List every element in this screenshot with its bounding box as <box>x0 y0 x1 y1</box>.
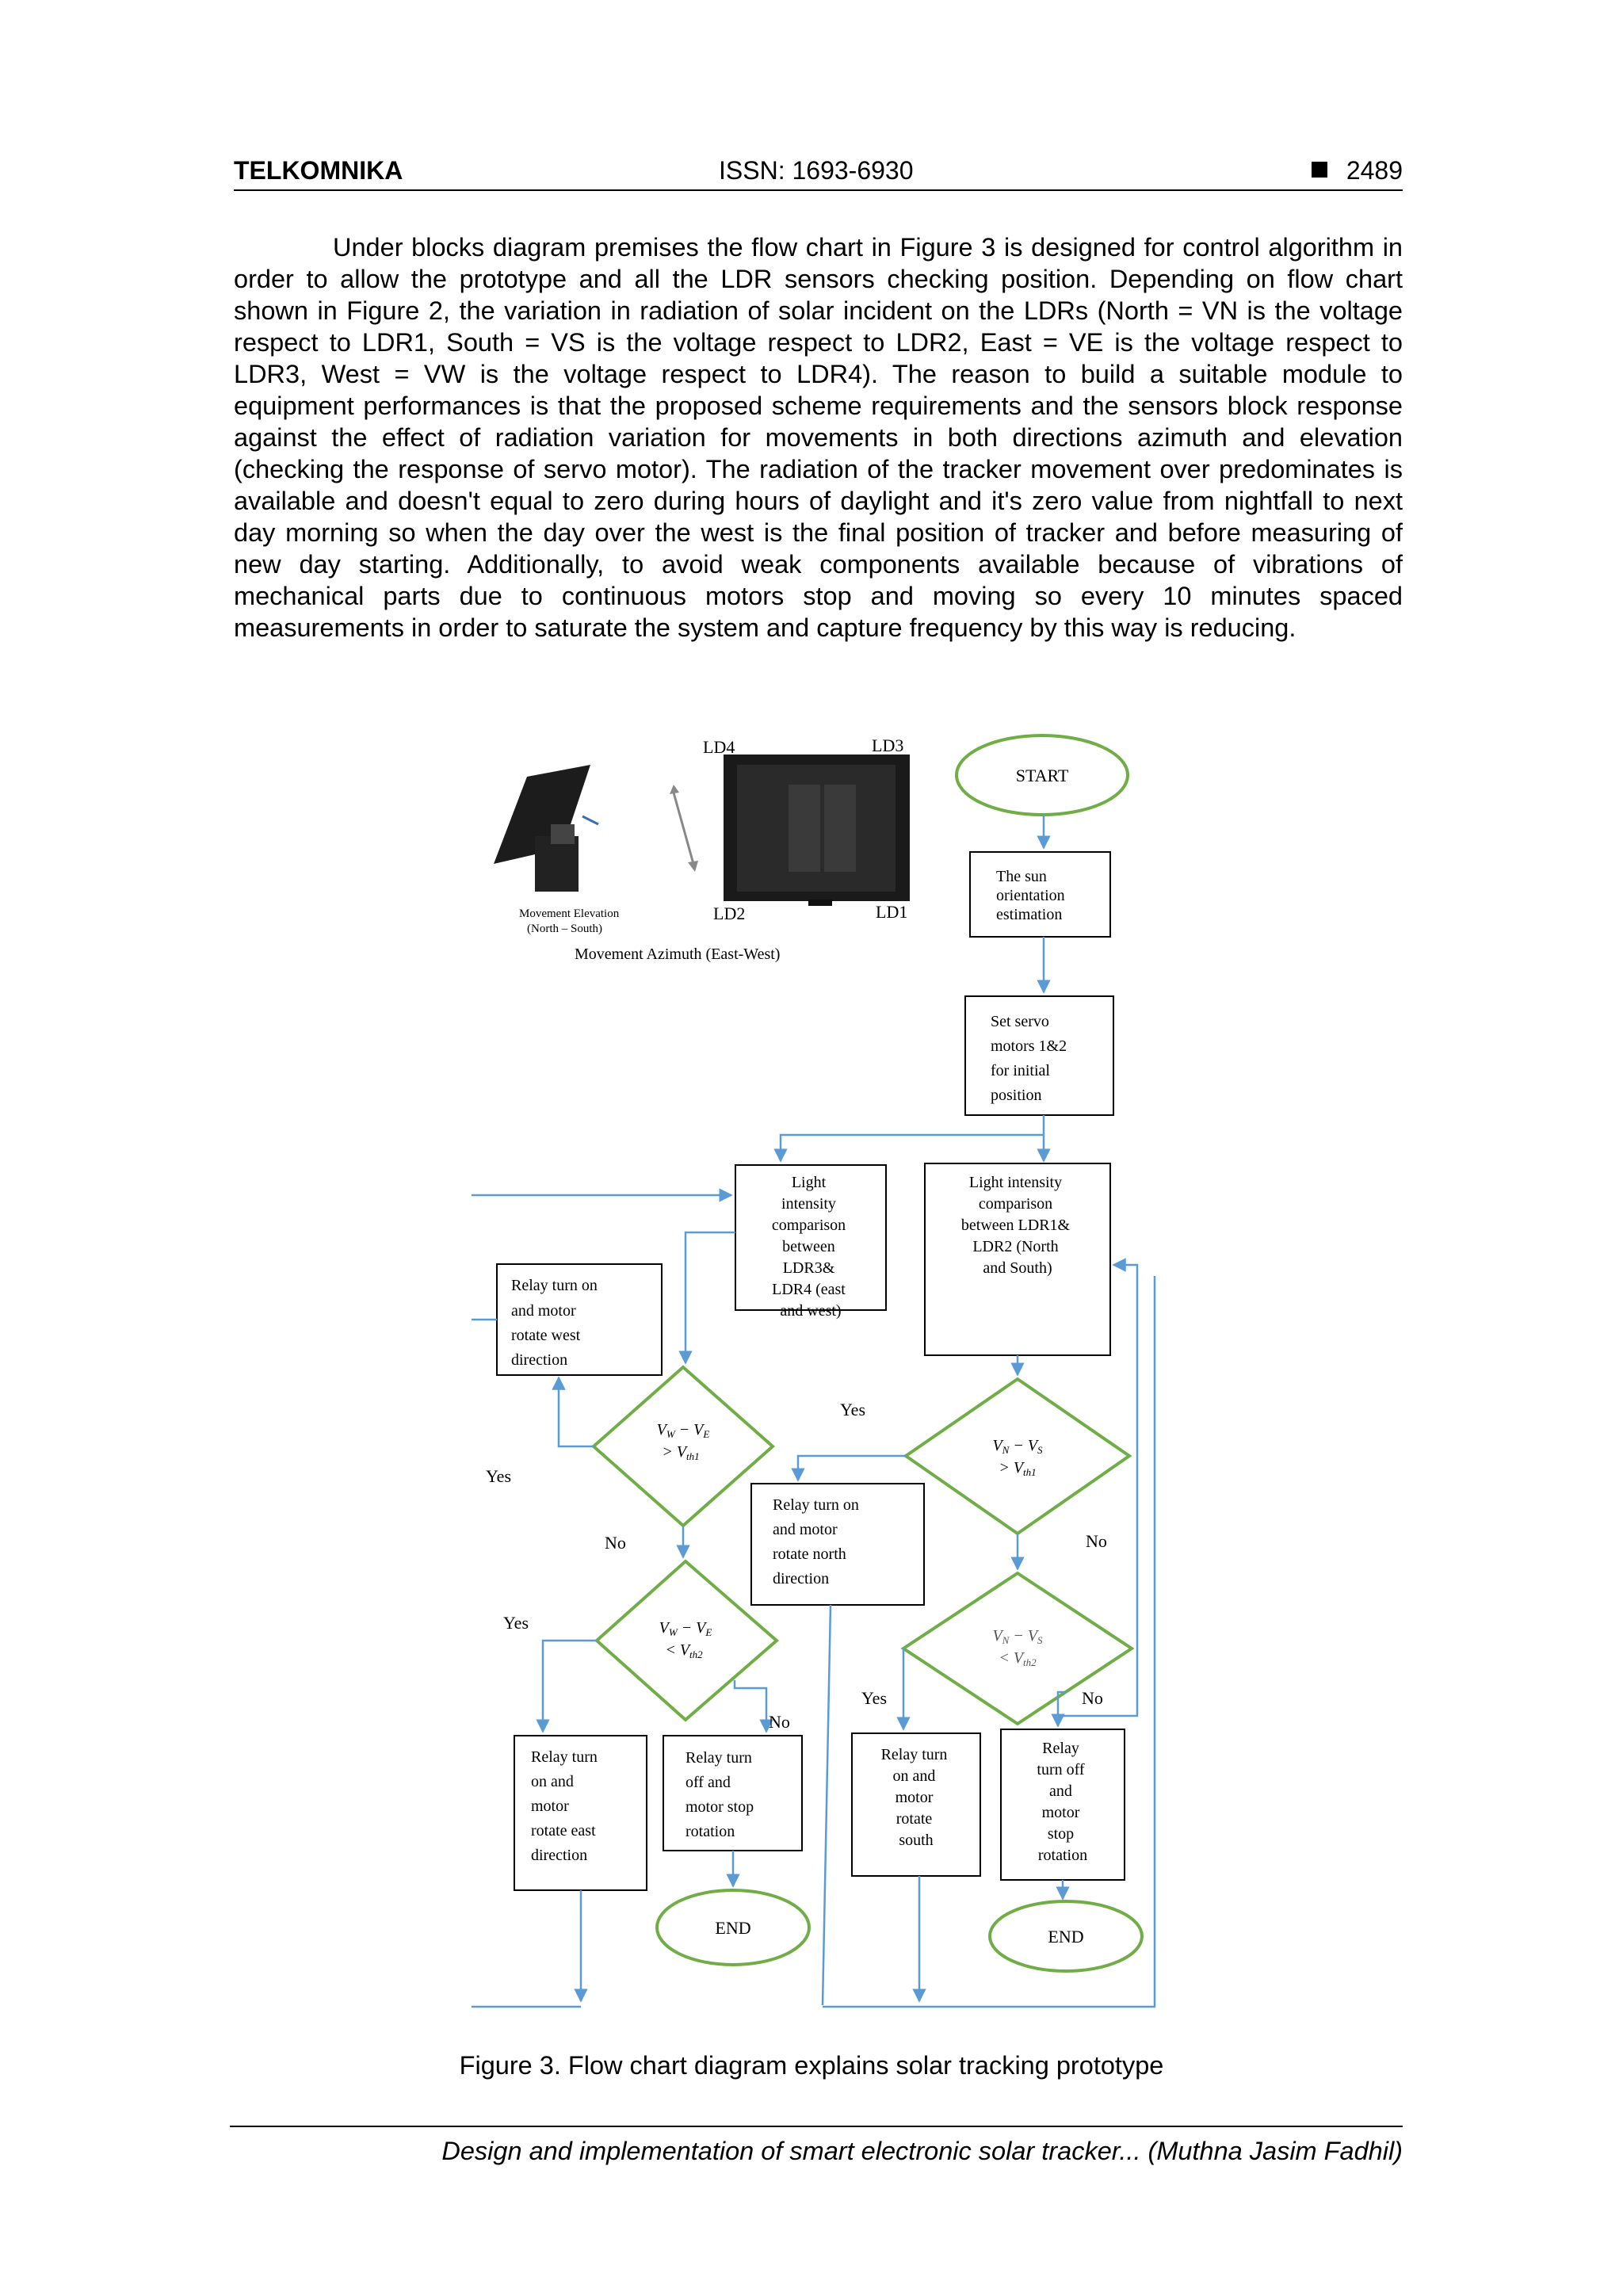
solar-cell-left <box>789 785 820 872</box>
label-ld4: LD4 <box>703 737 735 757</box>
footer-text: Design and implementation of smart elect… <box>441 2137 1403 2165</box>
text-compare-ew: Light intensity comparison between LDR3&… <box>772 1174 850 1320</box>
figure-3-flowchart: LD4 LD3 LD2 LD1 Movement Elevation (Nort… <box>472 734 1156 2008</box>
arrow-dec-ew1-yes <box>552 1376 594 1448</box>
text-compare-ns: Light intensity comparison between LDR1&… <box>961 1174 1074 1277</box>
panel-side-view <box>494 765 590 864</box>
label-yes-ns1: Yes <box>840 1400 865 1419</box>
label-yes-ew2: Yes <box>503 1613 529 1633</box>
label-ld2: LD2 <box>713 904 745 923</box>
arrow-dec-ew2-no <box>733 1680 773 1733</box>
label-yes-ns2: Yes <box>861 1688 887 1708</box>
text-relay-west: Relay turn on and motor rotate west dire… <box>511 1277 601 1369</box>
arrow-head-up-icon <box>670 785 679 794</box>
arrow-dec-ew2-yes <box>536 1639 597 1733</box>
solar-cell-right <box>824 785 856 872</box>
figure-caption: Figure 3. Flow chart diagram explains so… <box>459 2051 1164 2080</box>
dec-ew-1-expr: VW − VE <box>657 1421 710 1440</box>
elevation-double-arrow <box>672 792 695 865</box>
dec-ns-2-cond: < Vth2 <box>999 1649 1037 1668</box>
box-set-servo <box>964 995 1114 1116</box>
label-elevation-2: (North – South) <box>527 923 602 935</box>
end-label-left: END <box>715 1918 750 1938</box>
box-compare-ew <box>735 1164 887 1311</box>
label-no-ew2: No <box>769 1712 790 1732</box>
issn: ISSN: 1693-6930 <box>719 156 914 185</box>
arrow-dec-ns1-yes <box>791 1454 906 1482</box>
dec-ns-2-expr: VN − VS <box>992 1627 1043 1646</box>
box-relay-north <box>750 1483 925 1606</box>
loop-left-return <box>472 1188 733 1202</box>
panel-foot <box>808 900 832 906</box>
servo-motor <box>551 824 575 844</box>
square-bullet-icon <box>1311 162 1327 178</box>
end-terminal-left <box>655 1889 811 1966</box>
end-label-right: END <box>1048 1927 1083 1946</box>
label-no-ew1: No <box>605 1533 626 1553</box>
dec-ew-2-cond: < Vth2 <box>665 1641 703 1660</box>
box-sun-estimation <box>969 851 1111 938</box>
journal-name: TELKOMNIKA <box>234 156 403 185</box>
label-elevation-1: Movement Elevation <box>519 907 620 920</box>
arrow-head-down-icon <box>688 861 698 872</box>
start-label: START <box>1016 766 1069 785</box>
text-sun-estimation: The sun orientation estimation <box>996 868 1069 923</box>
body-paragraph: Under blocks diagram premises the flow c… <box>234 233 1403 642</box>
label-azimuth: Movement Azimuth (East-West) <box>575 946 780 963</box>
text-relay-south: Relay turn on and motor rotate south <box>881 1746 952 1849</box>
loop-right-bottom <box>823 1276 1156 2008</box>
label-no-ns1: No <box>1086 1531 1107 1551</box>
dec-ns-1-expr: VN − VS <box>992 1437 1043 1456</box>
text-relay-off-right: Relay turn off and motor stop rotation <box>1037 1740 1088 1864</box>
wire <box>582 815 599 826</box>
text-relay-east: Relay turn on and motor rotate east dire… <box>531 1748 601 1864</box>
label-ld1: LD1 <box>876 902 907 922</box>
text-relay-off-left: Relay turn off and motor stop rotation <box>685 1749 758 1840</box>
decision-ew-2 <box>594 1559 780 1722</box>
start-terminal <box>955 734 1129 816</box>
running-footer: Design and implementation of smart elect… <box>230 2126 1403 2166</box>
end-terminal-right <box>988 1900 1144 1973</box>
text-set-servo: Set servo motors 1&2 for initial positio… <box>991 1013 1071 1104</box>
page-number: 2489 <box>1346 156 1403 185</box>
label-yes-ew1: Yes <box>486 1466 511 1486</box>
servo-mount <box>535 836 579 892</box>
label-ld3: LD3 <box>872 735 903 755</box>
arrow-dec-ns2-no <box>1051 1690 1066 1728</box>
box-relay-off-left <box>663 1735 803 1851</box>
dec-ew-2-expr: VW − VE <box>659 1619 712 1638</box>
box-relay-south <box>851 1733 981 1877</box>
arrow-servo-to-compare-ew <box>773 1133 1044 1163</box>
label-no-ns2: No <box>1082 1688 1103 1708</box>
decision-ns-2 <box>900 1571 1135 1726</box>
box-compare-ns <box>924 1163 1111 1356</box>
dec-ns-1-cond: > Vth1 <box>999 1459 1036 1478</box>
loop-right-upper <box>1058 1258 1139 1717</box>
page-number-wrap: 2489 <box>1311 156 1403 185</box>
running-header: TELKOMNIKA ISSN: 1693-6930 2489 <box>234 155 1403 191</box>
text-relay-north: Relay turn on and motor rotate north dir… <box>773 1496 863 1587</box>
dec-ew-1-cond: > Vth1 <box>662 1443 699 1462</box>
box-relay-off-right <box>1000 1729 1125 1881</box>
decision-ns-1 <box>903 1377 1132 1536</box>
tracker-photo <box>494 755 910 906</box>
box-relay-west <box>496 1263 663 1376</box>
arrow-compare-ew-to-dec1 <box>678 1231 735 1365</box>
line-relay-north-down <box>821 1604 832 2006</box>
